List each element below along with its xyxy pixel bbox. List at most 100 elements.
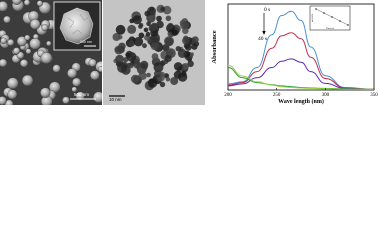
tem-particle: [149, 10, 155, 15]
tem-particle: [133, 37, 144, 47]
tem-particle: [184, 44, 192, 51]
sem-particle: [25, 48, 32, 55]
inset-point: [331, 16, 333, 18]
sem-particle: [71, 86, 78, 93]
sem-inset-scale-label: 100 nm: [80, 40, 92, 44]
tem-particle: [138, 22, 144, 28]
sem-particle: [23, 0, 31, 6]
sem-image: 100 nm 500 nm: [0, 0, 102, 105]
tem-particle: [167, 50, 174, 56]
tem-particle: [150, 41, 160, 51]
x-tick-label: 350: [370, 93, 378, 98]
y-axis-label: Absorbance: [211, 30, 218, 63]
series-line-3: [227, 58, 375, 91]
tem-particle: [145, 31, 151, 37]
tem-particle: [128, 37, 134, 42]
inset-point: [323, 12, 325, 14]
sem-particle: [40, 52, 53, 64]
inset-frame: [309, 5, 351, 31]
inset-point: [339, 20, 341, 22]
sem-particle: [67, 68, 78, 79]
tem-particle: [165, 15, 172, 22]
tem-particle: [159, 81, 166, 88]
tem-particle: [160, 6, 166, 12]
sem-particle: [29, 19, 41, 30]
inset-point: [347, 24, 349, 26]
tem-particle: [115, 24, 126, 35]
tem-particle: [182, 37, 190, 45]
tem-particle: [171, 29, 178, 36]
sem-particle: [7, 77, 19, 90]
sem-particle: [93, 91, 102, 103]
tem-particle: [180, 21, 189, 30]
tem-particle: [138, 32, 145, 39]
time-arrow-head: [262, 31, 266, 35]
sem-particle: [20, 59, 29, 68]
inset-x-label: Time (s): [326, 27, 334, 30]
tem-particle: [144, 10, 151, 17]
tem-particle: [128, 62, 134, 69]
tem-particle: [117, 62, 128, 73]
sem-particle: [46, 40, 52, 47]
tem-particle: [151, 53, 159, 60]
sem-particle: [75, 91, 85, 101]
tem-particle: [147, 78, 158, 88]
sem-particle: [41, 24, 49, 32]
sem-particle: [29, 38, 41, 50]
tem-particle: [187, 60, 194, 68]
tem-particle: [142, 43, 147, 49]
tem-particle: [191, 36, 199, 43]
tem-particle: [140, 60, 149, 69]
inset-point: [315, 8, 317, 10]
tem-particle: [177, 49, 187, 58]
tem-particles: [112, 4, 200, 91]
tem-particle: [128, 40, 135, 47]
tem-particle: [164, 36, 174, 47]
tem-particle: [170, 77, 179, 85]
tem-particle: [175, 46, 181, 52]
sem-particle: [97, 66, 102, 73]
tem-particle: [138, 71, 147, 81]
sem-inset-particle: [59, 7, 94, 45]
tem-particle: [129, 18, 135, 24]
sem-particle: [0, 37, 7, 45]
sem-particle: [21, 74, 34, 87]
tem-particle: [115, 54, 124, 64]
tem-particle: [189, 52, 194, 57]
tem-particle: [150, 22, 159, 31]
tem-particle: [164, 54, 172, 63]
sem-particle: [62, 96, 70, 105]
tem-particle: [146, 21, 151, 27]
tem-particle: [156, 15, 162, 22]
sem-particle: [88, 58, 97, 67]
sem-particle: [0, 96, 7, 105]
annotation-start-time: 0 s: [264, 7, 270, 13]
tem-image: 10 nm: [103, 0, 205, 105]
series-line-2: [227, 32, 375, 90]
tem-particle: [125, 52, 131, 58]
x-axis-label: Wave length (nm): [278, 98, 324, 105]
sem-particle: [16, 36, 27, 47]
tem-particle: [112, 33, 121, 41]
sem-particle: [7, 39, 15, 46]
tem-image-graphic: [103, 0, 205, 105]
tem-particle: [182, 27, 189, 35]
tem-particle: [154, 69, 162, 78]
sem-particle: [0, 58, 8, 68]
tem-particle: [149, 6, 155, 12]
kinetics-inset: Time (s) ln(A/A0): [309, 5, 351, 31]
tem-particle: [167, 22, 174, 30]
sem-particle: [3, 15, 11, 24]
series-line-1: [227, 10, 375, 90]
sem-particle: [72, 77, 82, 87]
tem-particle: [146, 72, 151, 78]
sem-particle: [36, 0, 43, 7]
tem-particle: [118, 35, 123, 40]
sem-image-graphic: [0, 0, 102, 105]
tem-particle: [132, 15, 142, 25]
sem-particles: [0, 0, 102, 105]
tem-particle: [173, 62, 183, 71]
tem-particle: [173, 70, 182, 79]
inset-y-label: ln(A/A0): [311, 14, 314, 22]
